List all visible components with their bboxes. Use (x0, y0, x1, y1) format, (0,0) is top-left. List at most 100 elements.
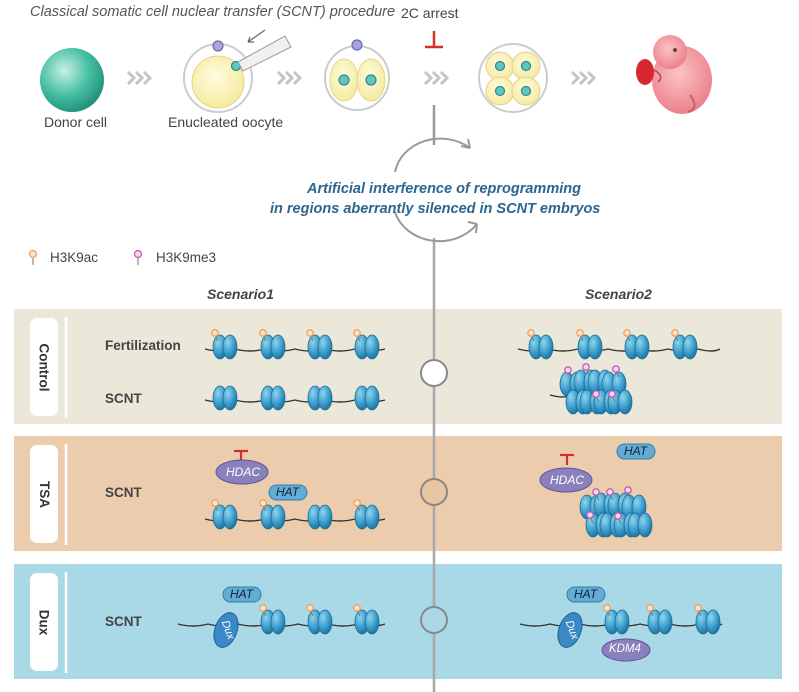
dux-scnt-row-label: SCNT (105, 614, 142, 629)
control-side-label: Control (30, 318, 58, 416)
kdm4-enzyme (601, 638, 651, 662)
fertilization-row-label: Fertilization (105, 338, 181, 353)
nucleosome (364, 385, 380, 411)
kdm4-label: KDM4 (609, 643, 641, 655)
h3k9ac-mark (211, 329, 219, 337)
hat-enzyme (222, 586, 262, 603)
inhibit-icon (560, 453, 574, 465)
nucleosome (317, 334, 333, 360)
h3k9ac-mark (259, 329, 267, 337)
pipette-icon (237, 29, 292, 72)
h3k9ac-mark (623, 329, 631, 337)
scenario2-heading: Scenario2 (585, 286, 652, 302)
h3k9ac-mark (211, 499, 219, 507)
h3k9me3-mark (614, 512, 622, 520)
nucleosome (587, 334, 603, 360)
scenario1-heading: Scenario1 (207, 286, 274, 302)
hdac-enzyme (215, 459, 269, 485)
h3k9ac-mark (646, 604, 654, 612)
h3k9ac-mark (353, 604, 361, 612)
nucleosome (637, 512, 653, 538)
h3k9ac-mark (603, 604, 611, 612)
h3k9ac-mark (353, 329, 361, 337)
h3k9me3-mark (582, 363, 590, 371)
oocyte-label: Enucleated oocyte (168, 114, 284, 130)
h3k9me3-mark (586, 511, 594, 519)
nucleosome (364, 609, 380, 635)
nucleosome (538, 334, 554, 360)
inhibit-icon (234, 449, 248, 461)
h3k9ac-mark (259, 604, 267, 612)
two-cell-embryo (324, 39, 390, 111)
four-cell-embryo (478, 43, 548, 113)
h3k9me3-marker-icon (133, 249, 143, 265)
h3k9ac-mark (694, 604, 702, 612)
tsa-scnt-row-label: SCNT (105, 485, 142, 500)
h3k9ac-mark (306, 329, 314, 337)
nucleosome (657, 609, 673, 635)
nucleosome (317, 609, 333, 635)
nucleosome (317, 504, 333, 530)
nucleosome (270, 385, 286, 411)
h3k9me3-mark (592, 488, 600, 496)
inhibit-icon (425, 31, 443, 49)
h3k9me3-mark (624, 486, 632, 494)
nucleosome (270, 334, 286, 360)
hdac-label: HDAC (550, 473, 585, 487)
hat-label: HAT (624, 444, 648, 458)
h3k9me3-mark (608, 390, 616, 398)
nucleosome (222, 385, 238, 411)
nucleosome (222, 504, 238, 530)
arrest-label: 2C arrest (401, 5, 459, 21)
h3k9ac-mark (353, 499, 361, 507)
nucleosome (617, 389, 633, 415)
h3k9ac-marker-icon (28, 249, 38, 265)
cycle-arrow-icon (394, 211, 478, 243)
h3k9me3-mark (612, 365, 620, 373)
legend-h3k9me3: H3K9me3 (156, 250, 217, 265)
donor-cell-label: Donor cell (44, 114, 108, 130)
hat-enzyme (268, 484, 308, 501)
fetus-icon (636, 35, 712, 114)
junction-circle (420, 478, 448, 506)
control-scnt-row-label: SCNT (105, 391, 142, 406)
nucleosome (614, 609, 630, 635)
nucleosome (317, 385, 333, 411)
hat-label: HAT (574, 587, 598, 601)
nucleosome (682, 334, 698, 360)
h3k9me3-mark (606, 488, 614, 496)
h3k9ac-mark (671, 329, 679, 337)
h3k9ac-mark (576, 329, 584, 337)
nucleosome (364, 334, 380, 360)
intervention-line-2: in regions aberrantly silenced in SCNT e… (270, 201, 601, 217)
dux-factor (557, 612, 583, 648)
h3k9ac-mark (259, 499, 267, 507)
nucleosome (270, 609, 286, 635)
hat-enzyme (566, 586, 606, 603)
hdac-label: HDAC (226, 465, 261, 479)
control-panel (14, 309, 782, 424)
hdac-enzyme (539, 467, 593, 493)
cycle-arrow-icon (394, 137, 471, 173)
nucleosome (634, 334, 650, 360)
junction-circle (420, 606, 448, 634)
junction-circle (420, 359, 448, 387)
dux-factor (213, 612, 239, 648)
legend-h3k9ac: H3K9ac (50, 250, 99, 265)
nucleosome (270, 504, 286, 530)
hat-enzyme (616, 443, 656, 460)
hat-label: HAT (230, 587, 254, 601)
hat-label: HAT (276, 485, 300, 499)
dux-side-label: Dux (30, 573, 58, 671)
chevron-arrows-icon (126, 70, 153, 86)
intervention-line-1: Artificial interference of reprogramming (307, 181, 581, 197)
nucleosome (364, 504, 380, 530)
h3k9me3-mark (564, 366, 572, 374)
tsa-side-label: TSA (30, 445, 58, 543)
donor-cell (40, 48, 104, 112)
procedure-title: Classical somatic cell nuclear transfer … (30, 4, 396, 20)
h3k9ac-mark (527, 329, 535, 337)
h3k9ac-mark (306, 604, 314, 612)
h3k9me3-mark (592, 390, 600, 398)
